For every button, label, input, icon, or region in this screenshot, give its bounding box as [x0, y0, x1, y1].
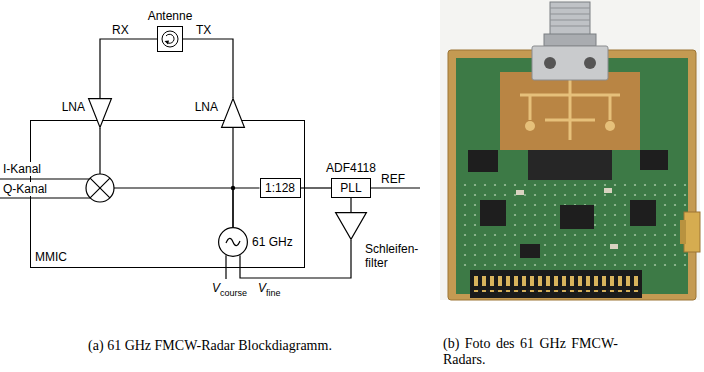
- signal-wire: [183, 39, 233, 98]
- node-outline: [158, 27, 182, 51]
- via-field: [456, 182, 688, 270]
- wire: [371, 187, 420, 188]
- photo-ground: [440, 0, 700, 300]
- signal-subscript: course: [220, 288, 247, 299]
- oscillator-circle: 61 GHz: [218, 227, 248, 257]
- block-label: PLL: [340, 181, 361, 195]
- figure-caption: (a) 61 GHz FMCW-Radar Blockdiagramm.: [88, 338, 332, 354]
- signal-wire: [301, 187, 332, 188]
- chip-label: MMIC: [35, 250, 67, 264]
- copper-area: [500, 72, 640, 150]
- node-outline: [335, 212, 367, 240]
- mmic-cover: [528, 150, 612, 180]
- port-label: RX: [112, 23, 129, 37]
- sma-flange: [680, 220, 686, 244]
- wire: [114, 187, 233, 188]
- node-outline: [88, 98, 112, 128]
- node-outline: [218, 227, 248, 257]
- screw: [584, 57, 596, 69]
- header-connector: [470, 270, 642, 298]
- frequency-divider: 1:128: [260, 178, 301, 198]
- node-outline: [221, 98, 245, 128]
- chip: [468, 150, 498, 172]
- wire: [99, 128, 100, 174]
- antenna-patch: [525, 121, 535, 131]
- amplifier-triangle: [89, 99, 112, 128]
- signal-wire: [350, 198, 351, 212]
- mmic-chip: MMIC 1:128 61 GHz: [30, 120, 305, 268]
- frequency-label: 61 GHz: [252, 235, 293, 249]
- brass-plate: [448, 50, 696, 300]
- signal-wire: [100, 39, 157, 98]
- circulator-arrowhead: [165, 41, 170, 45]
- amplifier-label: LNA: [62, 100, 85, 114]
- antenna-patch: [605, 121, 615, 131]
- sma-connector: [684, 212, 700, 252]
- signal-name: Q-Kanal: [3, 182, 47, 196]
- sma-thread: [550, 8, 590, 26]
- signal-symbol: V: [212, 281, 220, 295]
- antenna-label: Antenne: [148, 9, 193, 23]
- chip: [520, 244, 540, 258]
- circulator-symbol: [162, 31, 178, 47]
- lna-amplifier: LNA: [88, 98, 112, 128]
- sma-bracket: [532, 46, 608, 80]
- lna-amplifier: LNA: [221, 98, 245, 128]
- part-number: ADF4118: [326, 161, 376, 175]
- pcb-photo: [440, 0, 700, 300]
- block-label: Schleifen- filter: [365, 242, 427, 270]
- screw: [544, 57, 556, 69]
- smd-part: [604, 188, 612, 193]
- oscillator-symbol: [219, 228, 248, 257]
- port-label: TX: [196, 23, 211, 37]
- pll-box: ADF4118PLL: [331, 178, 371, 198]
- tilde-symbol: [226, 238, 240, 245]
- antenna-box: Antenne: [157, 26, 183, 52]
- wiring: [0, 128, 420, 279]
- chip: [480, 200, 506, 226]
- chip: [560, 205, 594, 229]
- amplifier-triangle: [336, 213, 367, 240]
- chip: [630, 200, 656, 226]
- smd-part: [610, 244, 618, 249]
- antenna-trace: [520, 80, 620, 140]
- sma-nut: [544, 34, 596, 46]
- divider-ratio: 1:128: [265, 181, 295, 195]
- chip: [640, 150, 668, 170]
- amplifier-triangle: [222, 99, 245, 128]
- signal-wire: [233, 188, 260, 227]
- signal-name: I-Kanal: [3, 162, 41, 176]
- signal-symbol: V: [258, 281, 266, 295]
- amplifier-label: LNA: [195, 100, 218, 114]
- pcb-board: [456, 58, 688, 294]
- loop-filter: Schleifen- filter: [335, 212, 367, 240]
- signal-subscript: fine: [266, 288, 281, 299]
- header-pins: [474, 276, 638, 292]
- sma-connector: [550, 2, 590, 36]
- signal-name: REF: [381, 172, 405, 186]
- figure-caption: (b) Foto des 61 GHz FMCW-Radars.: [443, 336, 618, 368]
- wire: [0, 178, 89, 179]
- smd-part: [516, 190, 524, 195]
- wire: [0, 197, 90, 198]
- mixer-cross: [90, 178, 110, 198]
